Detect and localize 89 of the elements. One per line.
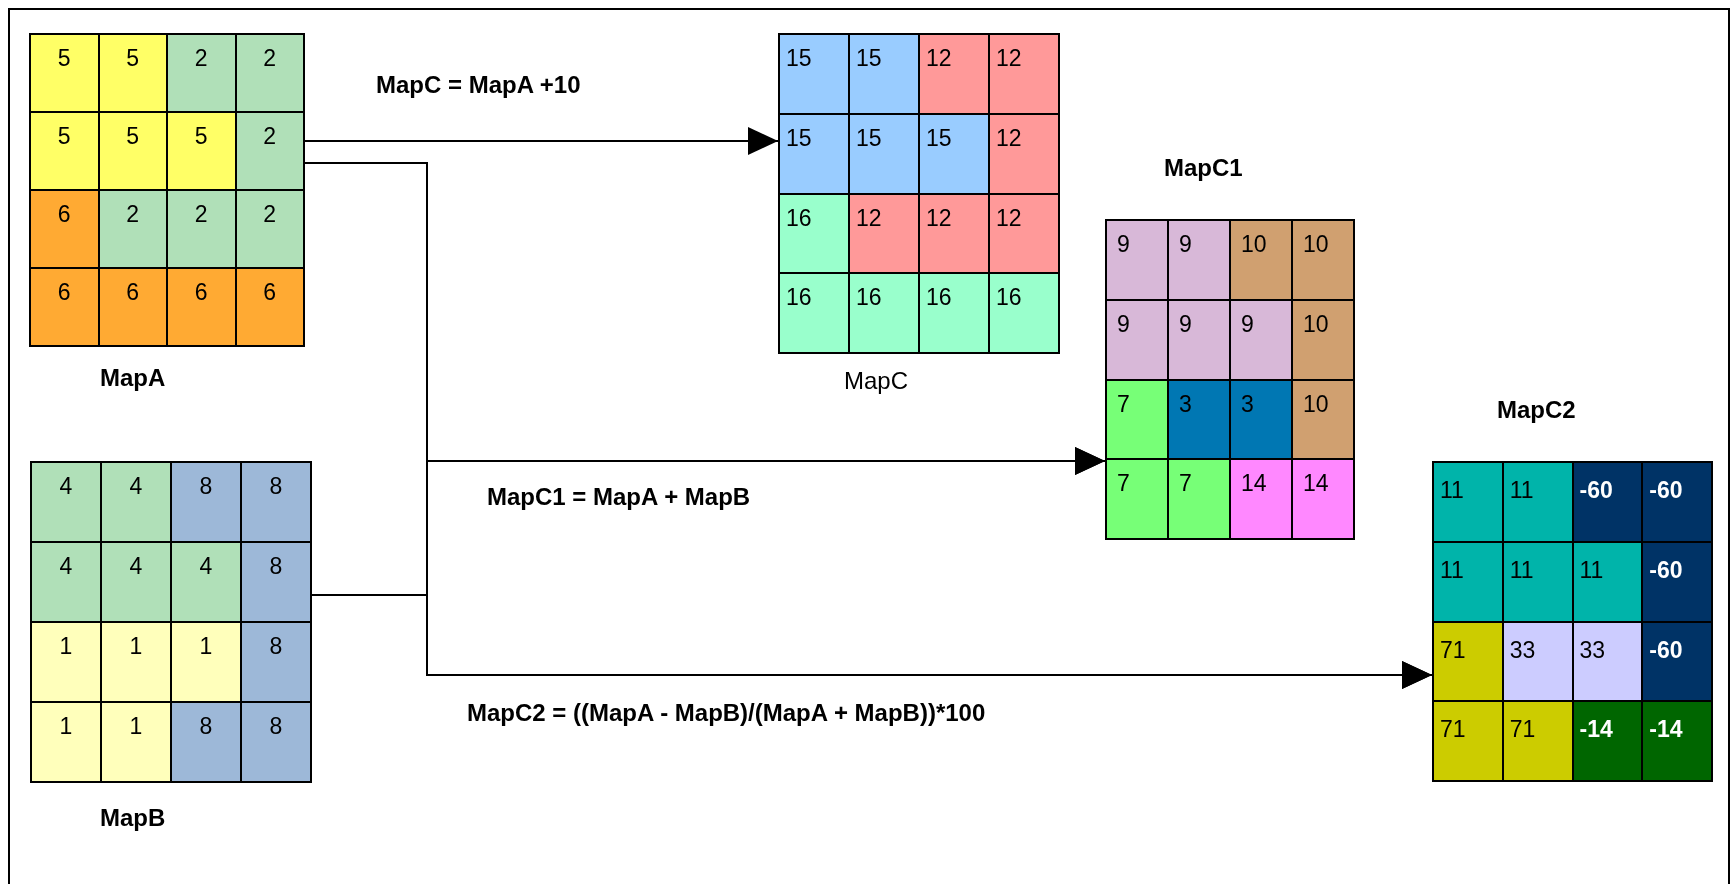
grid-cell: 15 (919, 113, 989, 194)
grid-cell: -60 (1572, 462, 1643, 542)
grid-cell: 11 (1502, 462, 1573, 542)
grid-cell: 12 (989, 34, 1059, 114)
grid-cell: 71 (1433, 621, 1503, 702)
grid-cell: 9 (1106, 220, 1168, 300)
grid-cell: 6 (235, 268, 304, 346)
grid-cell: 14 (1292, 459, 1354, 539)
grid-cell: 8 (171, 462, 241, 542)
grid-cell: 33 (1502, 621, 1573, 702)
grid-cell: 2 (235, 112, 304, 190)
grid-cell: 8 (241, 622, 311, 702)
grid-cell: 7 (1106, 379, 1168, 460)
grid-cell: 6 (98, 268, 167, 346)
grid-cell: 15 (779, 34, 849, 114)
grid-cell: 71 (1502, 701, 1573, 781)
grid-cell: 4 (31, 462, 101, 542)
grid-cell: 16 (779, 273, 849, 353)
raster-map (30, 461, 312, 833)
grid-cell: 2 (235, 190, 304, 268)
grid-cell: 8 (171, 702, 241, 782)
map-title: MapC (844, 366, 909, 396)
grid-cell: 3 (1230, 379, 1292, 460)
grid-cell: 6 (167, 268, 236, 346)
grid-cell: 11 (1572, 541, 1643, 622)
grid-cell: 2 (235, 34, 304, 112)
grid-cell: -14 (1572, 701, 1643, 781)
map-title: MapC1 (1164, 153, 1243, 183)
grid-cell: 15 (849, 113, 919, 194)
grid-cell: 12 (919, 34, 989, 114)
grid-cell: 2 (98, 190, 167, 268)
grid-cell: 12 (849, 193, 919, 274)
grid-cell: 2 (167, 34, 236, 112)
grid-cell: 1 (101, 622, 171, 702)
grid-cell: 9 (1168, 220, 1230, 300)
grid-cell: -60 (1642, 462, 1712, 542)
grid-cell: -14 (1642, 701, 1712, 781)
arrow (304, 127, 779, 155)
grid-cell: 9 (1106, 299, 1168, 380)
map-title: MapA (100, 363, 166, 393)
grid-cell: 8 (241, 542, 311, 622)
map-title: MapC2 (1497, 395, 1576, 425)
grid-cell: 1 (171, 622, 241, 702)
raster-map (29, 33, 305, 393)
grid-cell: 12 (989, 113, 1059, 194)
grid-cell: 5 (167, 112, 236, 190)
grid-cell: 15 (849, 34, 919, 114)
grid-cell: 5 (98, 34, 167, 112)
grid-cell: 5 (98, 112, 167, 190)
grid-cell: 11 (1433, 541, 1503, 622)
grid-cell: 4 (101, 542, 171, 622)
grid-cell: 12 (989, 193, 1059, 274)
grid-cell: 33 (1572, 621, 1643, 702)
grid-cell: 16 (989, 273, 1059, 353)
grid-cell: 1 (101, 702, 171, 782)
raster-map (778, 33, 1060, 396)
grid-cell: 8 (241, 462, 311, 542)
grid-cell: 4 (31, 542, 101, 622)
grid-cell: 6 (30, 190, 99, 268)
grid-cell: 1 (31, 702, 101, 782)
grid-cell: 8 (241, 702, 311, 782)
grid-cell: 11 (1433, 462, 1503, 542)
grid-cell: 14 (1230, 459, 1292, 539)
grid-cell: 71 (1433, 701, 1503, 781)
grid-cell: 5 (30, 34, 99, 112)
grid-cell: 3 (1168, 379, 1230, 460)
grid-cell: 16 (919, 273, 989, 353)
grid-cell: 10 (1230, 220, 1292, 300)
grid-cell: 1 (31, 622, 101, 702)
map-title: MapB (100, 803, 166, 833)
grid-cell: 4 (101, 462, 171, 542)
grid-cell: 6 (30, 268, 99, 346)
grid-cell: 16 (779, 193, 849, 274)
grid-cell: 9 (1230, 299, 1292, 380)
grid-cell: 9 (1168, 299, 1230, 380)
grid-cell: 11 (1502, 541, 1573, 622)
grid-cell: 15 (779, 113, 849, 194)
grid-cell: 12 (919, 193, 989, 274)
grid-cell: 7 (1168, 459, 1230, 539)
grid-cell: 2 (167, 190, 236, 268)
grid-cell: 10 (1292, 379, 1354, 460)
grid-cell: 4 (171, 542, 241, 622)
grid-cell: -60 (1642, 621, 1712, 702)
grid-cell: 5 (30, 112, 99, 190)
grid-cell: 16 (849, 273, 919, 353)
grid-cell: -60 (1642, 541, 1712, 622)
grid-cell: 7 (1106, 459, 1168, 539)
grid-cell: 10 (1292, 220, 1354, 300)
grid-cell: 10 (1292, 299, 1354, 380)
